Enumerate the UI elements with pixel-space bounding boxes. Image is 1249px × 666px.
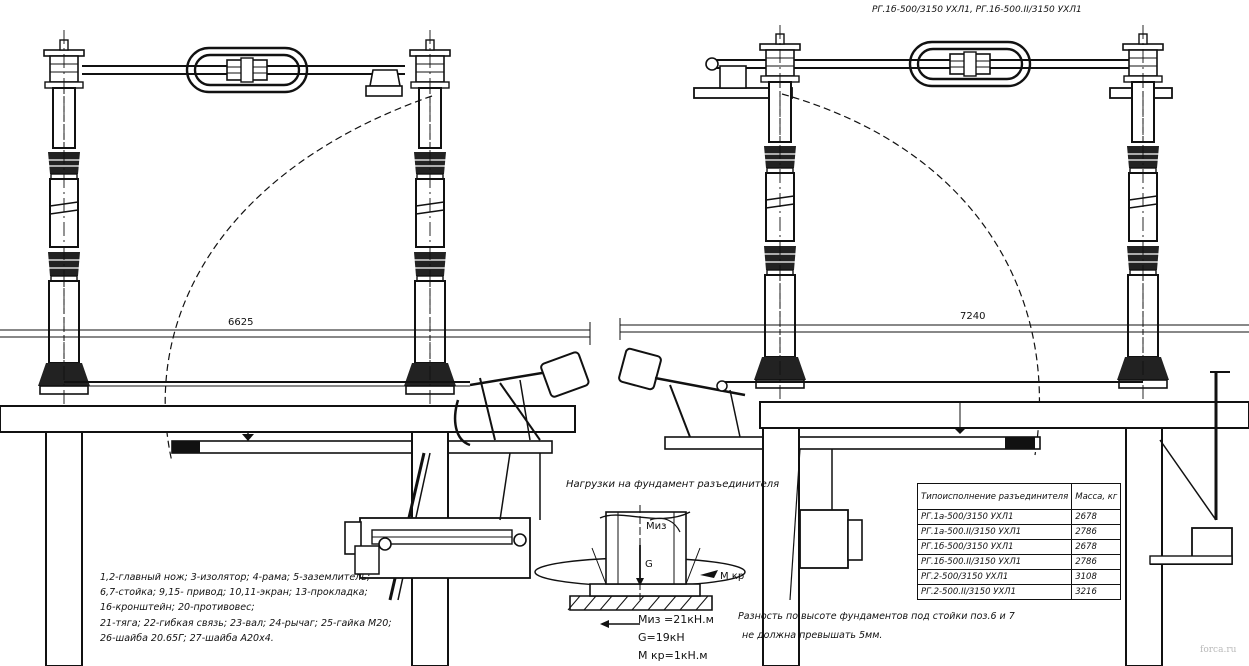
- table-cell: РГ.1б-500.II/3150 УХЛ1: [916, 554, 1073, 570]
- foundation-loads-heading: Нагрузки на фундамент разъединителя: [566, 479, 780, 490]
- table-cell: 2786: [1071, 524, 1122, 540]
- legend-line: 21-тяга; 22-гибкая связь; 23-вал; 24-рыч…: [100, 617, 392, 629]
- table-cell: 3216: [1071, 584, 1122, 600]
- legend-line: 26-шайба 20.65Г; 27-шайба А20х4.: [100, 632, 274, 644]
- legend-line: 6,7-стойка; 9,15- привод; 10,11-экран; 1…: [100, 587, 368, 599]
- table-cell: 3108: [1071, 569, 1122, 585]
- m-iz-mark: Mиз: [646, 521, 667, 532]
- g-value: G=19кН: [638, 631, 685, 644]
- legend-line: 16-кронштейн; 20-противовес;: [100, 602, 255, 614]
- left-dimension-label: 6625: [228, 317, 254, 328]
- note-line-2: не должна превышать 5мм.: [742, 630, 883, 641]
- right-view: [618, 25, 1249, 666]
- foundation-sketch: [534, 505, 746, 628]
- table-cell: 2786: [1071, 554, 1122, 570]
- mass-table-header-type: Типоисполнение разъединителя: [916, 483, 1073, 510]
- legend: 1,2-главный нож; 3-изолятор; 4-рама; 5-з…: [100, 570, 392, 646]
- table-cell: 2678: [1071, 509, 1122, 525]
- table-cell: 2678: [1071, 539, 1122, 555]
- watermark: forca.ru: [1200, 645, 1237, 655]
- table-cell: РГ.2-500/3150 УХЛ1: [916, 569, 1073, 585]
- legend-line: 1,2-главный нож; 3-изолятор; 4-рама; 5-з…: [100, 572, 371, 583]
- mass-table-header-mass: Масса, кг: [1071, 483, 1122, 510]
- left-view: [0, 30, 591, 666]
- m-kr-value: M кр=1кН.м: [638, 649, 708, 662]
- table-cell: РГ.1а-500/3150 УХЛ1: [916, 509, 1073, 525]
- table-cell: РГ.1а-500.II/3150 УХЛ1: [916, 524, 1073, 540]
- g-mark: G: [645, 559, 653, 570]
- mass-table: Типоисполнение разъединителя Масса, кг Р…: [916, 483, 1122, 600]
- right-dimension-label: 7240: [960, 311, 986, 322]
- note-line-1: Разность по высоте фундаментов под стойк…: [738, 611, 1015, 622]
- table-cell: РГ.1б-500/3150 УХЛ1: [916, 539, 1073, 555]
- m-kr-mark: M кр: [720, 571, 745, 582]
- m-iz-value: Mиз =21кН.м: [638, 613, 714, 626]
- table-cell: РГ.2-500.II/3150 УХЛ1: [916, 584, 1073, 600]
- drawing-title: РГ.1б-500/3150 УХЛ1, РГ.1б-500.II/3150 У…: [872, 5, 1082, 15]
